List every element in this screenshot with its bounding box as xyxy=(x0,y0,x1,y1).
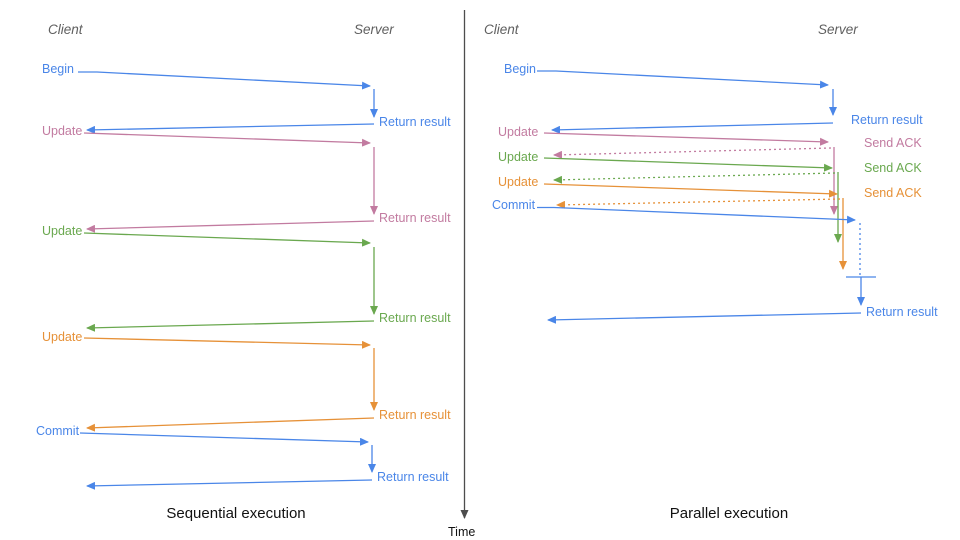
par-commit-label: Commit xyxy=(492,198,536,212)
par-update1-ack-dotted-arrow xyxy=(553,147,832,159)
par-update1-send-arrow xyxy=(543,132,829,146)
par-begin-result-label: Return result xyxy=(851,113,923,127)
sequential-execution-caption: Sequential execution xyxy=(166,505,306,522)
seq-commit-send-arrow xyxy=(79,432,369,446)
seq-commit-result-label: Return result xyxy=(377,470,449,484)
par-update2-ack-label: Send ACK xyxy=(864,161,922,175)
par-update3-ack-label: Send ACK xyxy=(864,186,922,200)
par-commit-return-arrow xyxy=(547,312,862,324)
par-update3-send-arrow xyxy=(543,183,838,198)
seq-commit-label: Commit xyxy=(36,424,80,438)
seq-client-header: Client xyxy=(48,22,83,37)
seq-commit-return-arrow xyxy=(86,479,373,490)
seq-update2-send-arrow xyxy=(83,232,371,247)
seq-update2-label: Update xyxy=(42,224,83,238)
seq-update2-result-label: Return result xyxy=(379,311,451,325)
par-begin-send-arrow xyxy=(537,70,829,89)
seq-update1-result-label: Return result xyxy=(379,211,451,225)
time-axis-label: Time xyxy=(448,525,476,539)
par-update3-label: Update xyxy=(498,175,539,189)
par-begin-return-arrow xyxy=(551,122,834,134)
parallel-execution-caption: Parallel execution xyxy=(669,505,789,522)
seq-update3-send-arrow xyxy=(83,337,371,349)
seq-server-header: Server xyxy=(354,22,394,37)
par-client-header: Client xyxy=(484,22,519,37)
seq-begin-result-label: Return result xyxy=(379,115,451,129)
seq-begin-return-arrow xyxy=(86,123,375,134)
par-update3-ack-dotted-arrow xyxy=(556,198,841,209)
seq-update3-return-arrow xyxy=(86,417,375,432)
par-update1-label: Update xyxy=(498,125,539,139)
par-begin-label: Begin xyxy=(504,62,536,76)
seq-update1-return-arrow xyxy=(86,220,375,233)
seq-update3-result-label: Return result xyxy=(379,408,451,422)
par-update1-ack-label: Send ACK xyxy=(864,136,922,150)
par-commit-send-arrow xyxy=(537,206,856,224)
seq-begin-send-arrow xyxy=(78,71,371,90)
seq-update3-label: Update xyxy=(42,330,83,344)
par-server-header: Server xyxy=(818,22,858,37)
seq-update2-return-arrow xyxy=(86,320,375,332)
seq-update1-label: Update xyxy=(42,124,83,138)
par-update2-ack-dotted-arrow xyxy=(553,172,836,184)
seq-begin-label: Begin xyxy=(42,62,74,76)
par-update2-send-arrow xyxy=(543,157,833,172)
seq-update1-send-arrow xyxy=(83,132,371,147)
par-update2-label: Update xyxy=(498,150,539,164)
par-commit-result-label: Return result xyxy=(866,305,938,319)
